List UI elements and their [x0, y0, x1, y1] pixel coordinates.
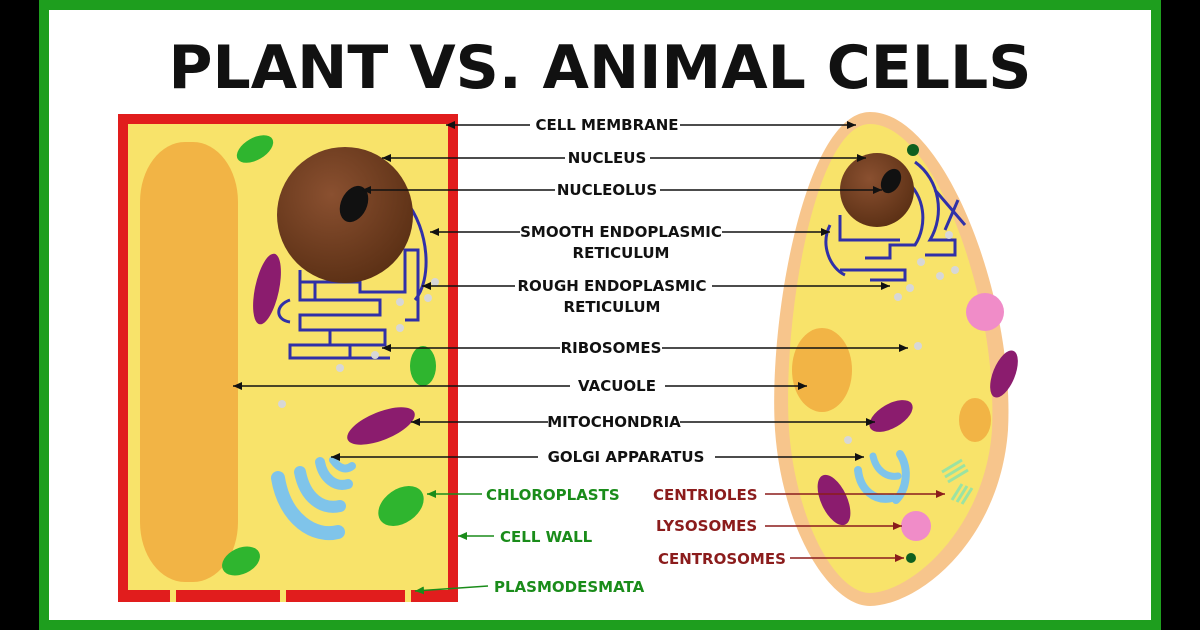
plasmodesma: [405, 590, 411, 602]
label-chloroplasts: CHLOROPLASTS: [486, 486, 620, 504]
label-vacuole: VACUOLE: [578, 377, 656, 395]
plant-labels: CHLOROPLASTS CELL WALL PLASMODESMATA: [414, 486, 645, 596]
animal-golgi: [854, 450, 910, 504]
label-golgi-apparatus: GOLGI APPARATUS: [548, 448, 705, 466]
chloroplast: [222, 546, 260, 576]
plasmodesma: [280, 590, 286, 602]
label-centrosomes: CENTROSOMES: [658, 550, 786, 568]
chloroplast: [378, 486, 424, 526]
animal-labels: CENTRIOLES LYSOSOMES CENTROSOMES: [653, 486, 945, 568]
animal-er: [824, 160, 967, 282]
plant-nucleolus: [339, 185, 369, 223]
animal-mitochondrion: [869, 400, 913, 432]
plant-mitochondrion: [253, 253, 281, 325]
label-mitochondria: MITOCHONDRIA: [547, 413, 681, 431]
animal-mitochondrion: [990, 350, 1018, 398]
label-ribosomes: RIBOSOMES: [561, 339, 662, 357]
animal-vacuole: [959, 398, 991, 442]
plant-mitochondrion: [347, 407, 415, 445]
page-title: PLANT VS. ANIMAL CELLS: [169, 33, 1032, 103]
lysosome: [901, 511, 931, 541]
chloroplast: [410, 346, 436, 386]
animal-dot: [907, 144, 919, 156]
centrioles: [941, 458, 974, 505]
label-smooth-er-line1: SMOOTH ENDOPLASMIC: [520, 223, 722, 241]
animal-vacuole: [792, 328, 852, 412]
label-cell-wall: CELL WALL: [500, 528, 593, 546]
plant-vacuole: [140, 142, 238, 582]
label-cell-membrane: CELL MEMBRANE: [535, 116, 678, 134]
label-smooth-er-line2: RETICULUM: [573, 244, 670, 262]
shared-labels: CELL MEMBRANE NUCLEUS NUCLEOLUS SMOOTH E…: [233, 116, 908, 466]
plant-cell: [118, 114, 458, 602]
label-plasmodesmata: PLASMODESMATA: [494, 578, 645, 596]
label-nucleolus: NUCLEOLUS: [557, 181, 657, 199]
label-centrioles: CENTRIOLES: [653, 486, 758, 504]
label-lysosomes: LYSOSOMES: [656, 517, 757, 535]
animal-mitochondrion: [817, 474, 851, 526]
label-nucleus: NUCLEUS: [568, 149, 647, 167]
label-rough-er-line1: ROUGH ENDOPLASMIC: [517, 277, 706, 295]
chloroplast: [236, 135, 274, 163]
animal-ribosomes: [844, 231, 959, 444]
lysosome: [966, 293, 1004, 331]
centrosome: [906, 553, 916, 563]
plant-golgi: [271, 456, 356, 541]
label-rough-er-line2: RETICULUM: [564, 298, 661, 316]
animal-cell: [774, 112, 1018, 606]
green-border: [39, 0, 1161, 630]
plant-ribosomes: [278, 278, 439, 408]
plasmodesma: [170, 590, 176, 602]
animal-nucleolus: [880, 168, 902, 194]
